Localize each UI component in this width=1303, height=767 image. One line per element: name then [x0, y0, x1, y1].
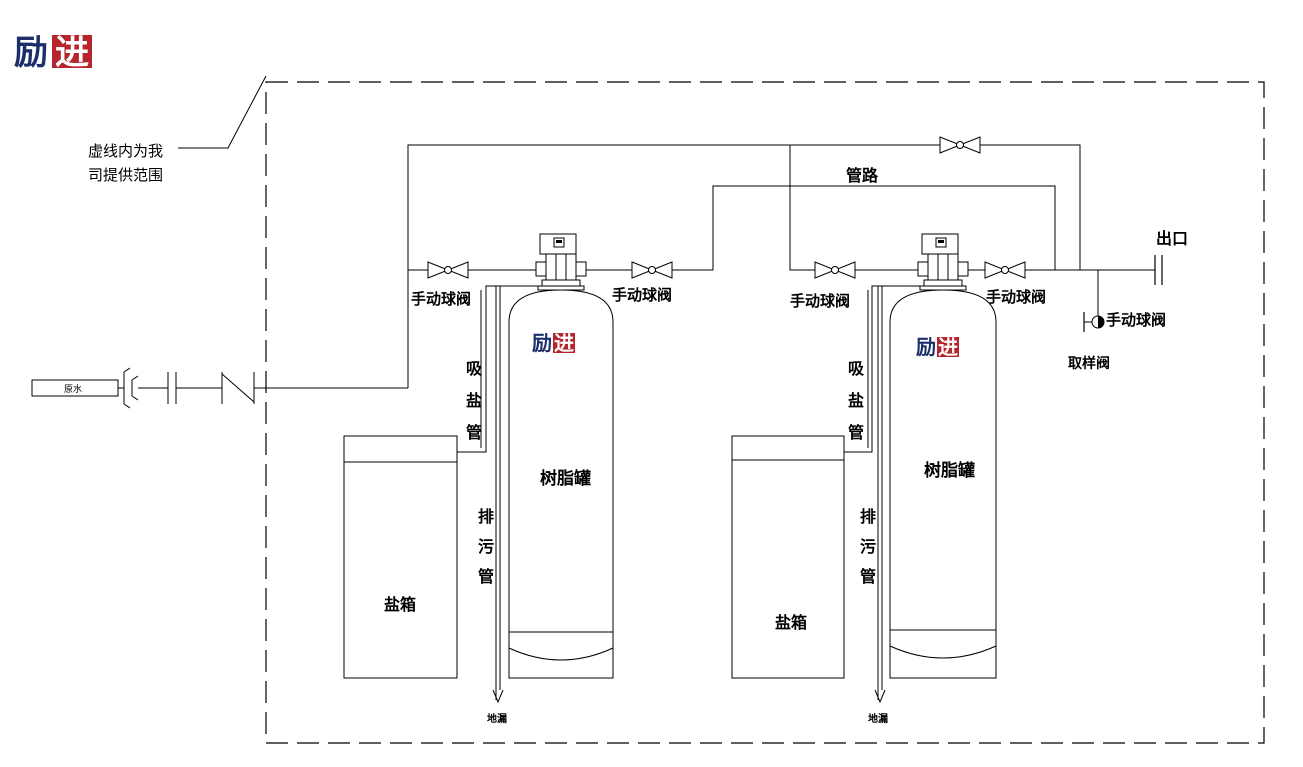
- salt-box: [343, 435, 458, 679]
- svg-text:管: 管: [478, 567, 494, 586]
- sampling-ball-valve-label: 手动球阀: [1106, 311, 1166, 329]
- salt-box-label: 盐箱: [775, 613, 807, 632]
- raw-water-inlet: 原水: [31, 367, 408, 409]
- svg-text:排: 排: [860, 507, 876, 526]
- svg-text:污: 污: [478, 537, 494, 556]
- outlet-label: 出口: [1156, 229, 1188, 248]
- svg-text:吸: 吸: [848, 359, 865, 378]
- check-valve-icon: [221, 372, 255, 404]
- bypass-ball-valve: [939, 136, 981, 154]
- svg-text:盐: 盐: [848, 391, 864, 410]
- unit-1-outlet-ball-valve: [631, 261, 673, 279]
- union-fitting-icon: [123, 367, 131, 409]
- pipeline-label: 管路: [846, 166, 879, 185]
- brand-char-2: 进: [55, 33, 89, 73]
- brand-char-1: 励: [14, 33, 48, 73]
- resin-tank: [508, 289, 614, 679]
- sampling-valve-icon: [1083, 312, 1105, 332]
- drain-arrow-icon: [492, 689, 504, 704]
- svg-text:污: 污: [860, 537, 876, 556]
- unit-1-inlet-valve-label: 手动球阀: [411, 290, 471, 308]
- tank-brand-logo: 励 进: [916, 335, 959, 359]
- control-valve-head-icon: [535, 233, 587, 291]
- sampling-valve-label: 取样阀: [1068, 355, 1110, 372]
- unit-2-inlet-valve-label: 手动球阀: [790, 292, 850, 310]
- softener-unit-2: 励 进 树脂罐 吸 盐 管 排 污 管 地漏 盐箱: [731, 233, 997, 725]
- unit-1-inlet-ball-valve: [427, 261, 469, 279]
- brand-logo: 励 进: [14, 33, 92, 73]
- unit-2-inlet-ball-valve: [814, 261, 856, 279]
- salt-box: [731, 435, 845, 679]
- supply-scope-boundary: [265, 81, 1265, 744]
- outlet-flange-icon: [1154, 255, 1163, 285]
- unit-2-outlet-valve-label: 手动球阀: [986, 288, 1046, 306]
- brine-suction-line: [844, 285, 920, 453]
- svg-text:励: 励: [916, 335, 936, 359]
- svg-text:管: 管: [466, 423, 482, 442]
- svg-text:吸: 吸: [466, 359, 483, 378]
- svg-text:进: 进: [938, 335, 958, 359]
- softener-unit-1: 励 进 树脂罐 吸 盐 管 排 污 管 地漏 盐箱: [343, 233, 614, 725]
- svg-text:管: 管: [860, 567, 876, 586]
- svg-text:进: 进: [554, 331, 574, 355]
- floor-drain-label: 地漏: [868, 712, 888, 725]
- svg-text:排: 排: [478, 507, 494, 526]
- floor-drain-label: 地漏: [487, 712, 507, 725]
- scope-note-line2: 司提供范围: [88, 166, 163, 184]
- resin-tank-label: 树脂罐: [540, 468, 591, 489]
- unit-1-outlet-valve-label: 手动球阀: [612, 286, 672, 304]
- svg-text:盐: 盐: [466, 391, 482, 410]
- control-valve-head-icon: [917, 233, 969, 291]
- brine-suction-line: [457, 285, 538, 453]
- svg-text:管: 管: [848, 423, 864, 442]
- tank-brand-logo: 励 进: [532, 331, 575, 355]
- resin-tank-label: 树脂罐: [924, 460, 975, 481]
- resin-tank: [889, 289, 997, 679]
- scope-note-line1: 虚线内为我: [88, 142, 163, 160]
- brand-accent-block: [52, 35, 92, 68]
- piping-network: [407, 144, 1155, 388]
- svg-text:励: 励: [532, 331, 552, 355]
- scope-note-leader: [178, 75, 267, 149]
- salt-box-label: 盐箱: [384, 595, 416, 614]
- raw-water-label: 原水: [64, 383, 82, 395]
- drain-arrow-icon: [874, 689, 886, 704]
- unit-2-outlet-ball-valve: [984, 261, 1026, 279]
